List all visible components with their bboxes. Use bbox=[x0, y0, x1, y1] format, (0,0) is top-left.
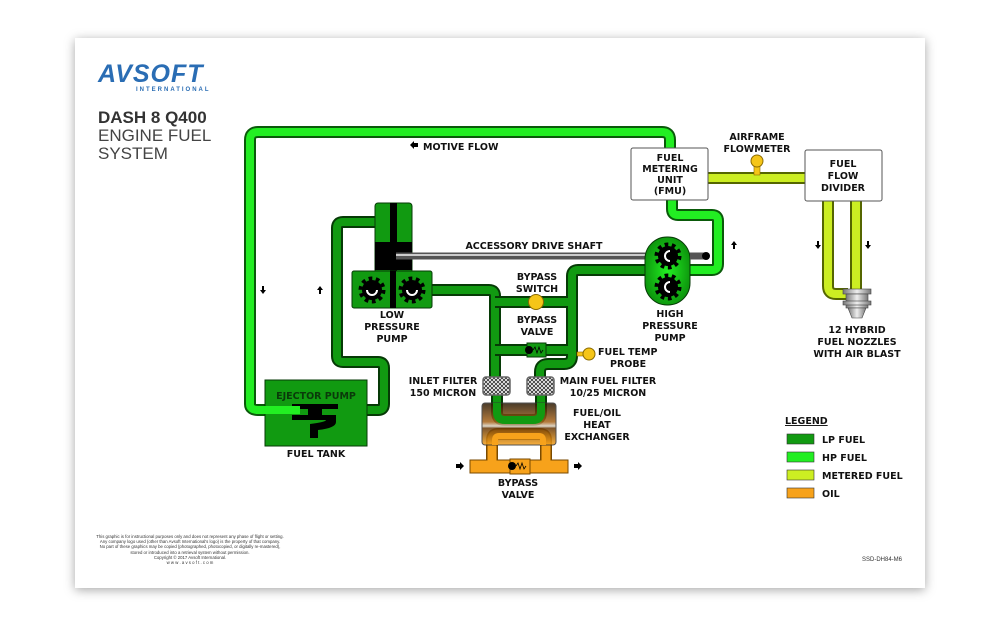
legend-item-metered-fuel: METERED FUEL bbox=[786, 469, 903, 482]
bypass-valve bbox=[525, 342, 547, 358]
accessory-drive-shaft-label: ACCESSORY DRIVE SHAFT bbox=[465, 241, 603, 252]
oil-in-arrow-icon bbox=[456, 462, 464, 470]
gear-icon bbox=[654, 273, 682, 301]
document-code: SSD-DH84-M6 bbox=[862, 557, 903, 563]
disclaimer-line: Any company logo used (other than Avsoft… bbox=[99, 539, 281, 545]
gear-icon bbox=[398, 276, 426, 304]
title-line-2: ENGINE FUEL bbox=[98, 126, 212, 145]
legend-item-oil: OIL bbox=[786, 487, 840, 500]
disclaimer: This graphic is for instructional purpos… bbox=[95, 534, 285, 565]
bypass-switch-icon bbox=[528, 294, 544, 310]
oil-bypass-valve bbox=[508, 458, 531, 475]
down-arrow-icon bbox=[260, 286, 266, 294]
gears bbox=[358, 242, 682, 304]
disclaimer-line: This graphic is for instructional purpos… bbox=[96, 534, 284, 539]
svg-text:LP FUEL: LP FUEL bbox=[822, 435, 865, 446]
disclaimer-line: Copyright © 2017 Avsoft International. bbox=[153, 554, 227, 560]
motive-flow-label: MOTIVE FLOW bbox=[423, 142, 499, 153]
airframe-flowmeter-icon bbox=[750, 154, 764, 176]
svg-text:METERED FUEL: METERED FUEL bbox=[822, 471, 903, 482]
legend-item-hp-fuel: HP FUEL bbox=[786, 451, 867, 464]
svg-text:OIL: OIL bbox=[822, 489, 840, 500]
title-line-3: SYSTEM bbox=[98, 144, 168, 163]
disclaimer-line: No part of these graphics may be copied … bbox=[99, 544, 281, 550]
legend: LEGEND LP FUEL HP FUEL METERED FUEL OIL bbox=[785, 416, 903, 500]
lp-outlet-pipe bbox=[430, 284, 501, 380]
gear-icon bbox=[358, 276, 386, 304]
fuel-nozzle-icon bbox=[842, 288, 872, 319]
legend-title: LEGEND bbox=[785, 416, 828, 427]
fuel-metering-unit bbox=[630, 147, 709, 201]
up-arrow-icon bbox=[731, 241, 737, 249]
main-fuel-filter bbox=[526, 376, 555, 396]
avsoft-logo: AVSOFT INTERNATIONAL bbox=[98, 60, 211, 94]
legend-item-lp-fuel: LP FUEL bbox=[786, 433, 865, 446]
logo-subtitle: INTERNATIONAL bbox=[136, 87, 211, 93]
inlet-filter bbox=[482, 376, 511, 396]
oil-out-arrow-icon bbox=[574, 462, 582, 470]
disclaimer-line: w w w . a v s o f t . c o m bbox=[166, 560, 214, 566]
title-line-1: DASH 8 Q400 bbox=[98, 108, 207, 127]
page-title: DASH 8 Q400 ENGINE FUEL SYSTEM bbox=[98, 109, 211, 163]
bypass-valve-box bbox=[501, 308, 566, 344]
svg-text:HP FUEL: HP FUEL bbox=[822, 453, 867, 464]
fuel-tank-label: FUEL TANK bbox=[287, 449, 346, 460]
logo-name: AVSOFT bbox=[98, 60, 204, 88]
down-arrow-icon bbox=[865, 241, 871, 249]
down-arrow-icon bbox=[815, 241, 821, 249]
motive-flow-arrow-icon bbox=[410, 141, 418, 149]
flow-arrows bbox=[260, 141, 871, 294]
ejector-pump-label: EJECTOR PUMP bbox=[276, 391, 356, 402]
fuel-temp-probe-icon bbox=[576, 347, 596, 361]
up-arrow-icon bbox=[317, 286, 323, 294]
disclaimer-line: stored or introduced into a retrieval sy… bbox=[130, 549, 250, 555]
fuel-flow-divider bbox=[804, 149, 883, 202]
gear-icon bbox=[654, 242, 682, 270]
